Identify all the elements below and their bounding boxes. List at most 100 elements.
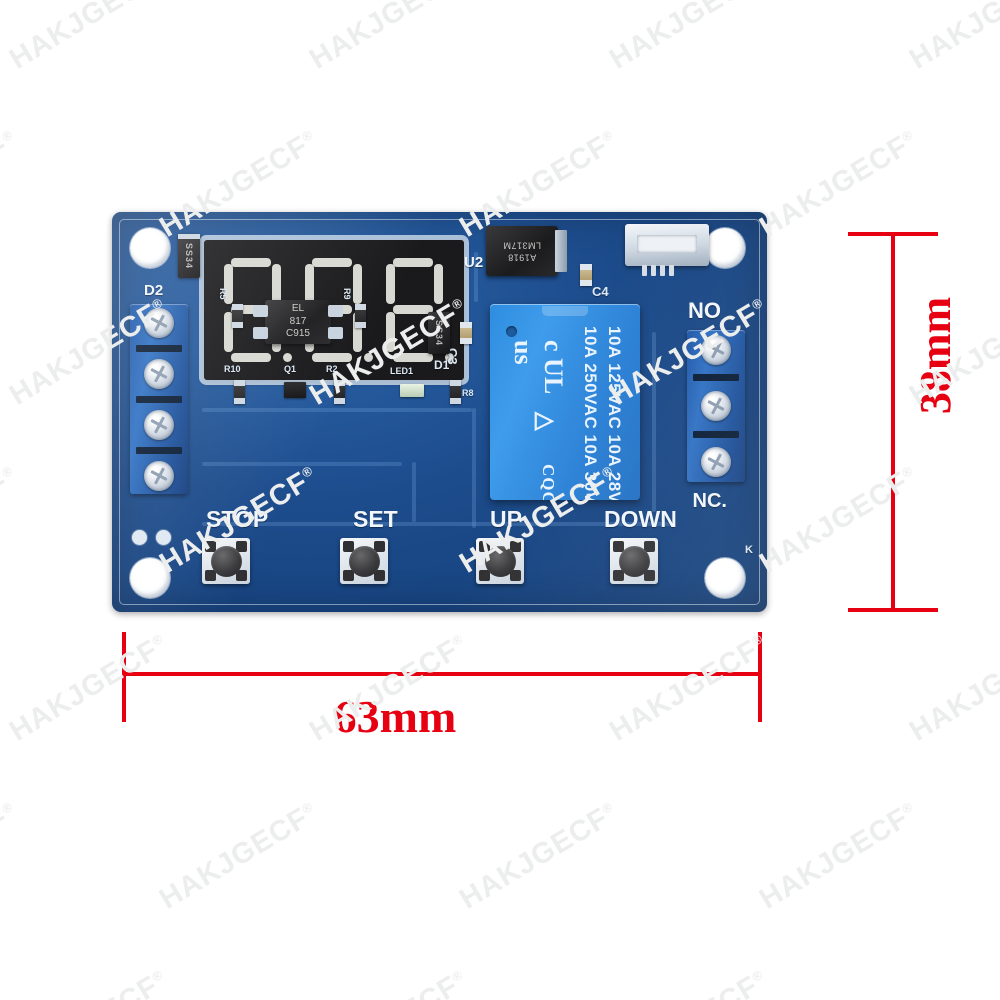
terminal-slot <box>136 395 182 403</box>
resistor-r9 <box>355 304 366 328</box>
diode-d2-marking: SS34 <box>184 242 194 270</box>
silk-r2: R2 <box>326 364 338 374</box>
pcb-board: SS34 D2 A1918 LM317M U2 C4 C3 c UL us △ … <box>112 212 767 612</box>
watermark-text: HAKJGECF® <box>154 798 316 916</box>
segment-f <box>386 264 396 304</box>
terminal-slot <box>136 446 182 454</box>
watermark-text: HAKJGECF® <box>904 964 1000 1000</box>
terminal-screw[interactable] <box>144 307 174 338</box>
status-led <box>400 384 424 397</box>
label-down: DOWN <box>604 506 677 532</box>
pcb-trace <box>472 408 476 528</box>
diode-d1: SS34 <box>428 312 450 354</box>
segment-b <box>352 264 362 304</box>
mounting-hole-top-left <box>130 228 170 268</box>
resistor-r5 <box>232 304 243 328</box>
terminal-screw[interactable] <box>701 334 731 365</box>
up-button[interactable] <box>476 538 524 584</box>
silk-k1: K <box>745 544 753 556</box>
solder-pad <box>132 530 147 545</box>
terminal-screw[interactable] <box>701 390 731 421</box>
up-button-cap[interactable] <box>484 545 516 577</box>
diode-d1-marking: SS34 <box>434 319 444 347</box>
dimension-line-horizontal <box>122 672 762 676</box>
terminal-label-nc: NC. <box>692 490 727 512</box>
capacitor-c3 <box>460 322 472 344</box>
dimension-cap-right <box>758 632 762 722</box>
cqc-mark: CQC <box>539 464 558 500</box>
watermark-text: HAKJGECF® <box>604 966 766 1000</box>
silk-u2: U2 <box>464 254 484 271</box>
relay-rating-line1: 10A 250VAC 10A 30VDC <box>581 326 600 500</box>
segment-c <box>352 312 362 352</box>
watermark-text: HAKJGECF® <box>604 0 765 76</box>
silk-d1: D1 <box>434 358 450 372</box>
watermark-text: HAKJGECF® <box>304 0 465 76</box>
usb-pins <box>642 265 674 276</box>
opto-pin <box>328 305 343 317</box>
pcb-trace <box>652 332 656 512</box>
optocoupler: EL 817 C915 <box>253 300 343 344</box>
segment-a <box>230 258 271 267</box>
cathode-band <box>178 234 200 239</box>
silk-r9: R9 <box>342 288 352 300</box>
segment-d <box>393 353 434 362</box>
decimal-point <box>282 353 292 362</box>
down-button-cap[interactable] <box>618 545 650 577</box>
watermark-text: HAKJGECF® <box>304 966 466 1000</box>
terminal-screw[interactable] <box>144 460 174 491</box>
terminal-slot <box>136 344 182 352</box>
watermark-text: HAKJGECF® <box>454 798 616 916</box>
segment-g <box>393 305 434 314</box>
terminal-slot <box>693 430 739 438</box>
solder-pad <box>156 530 171 545</box>
watermark-text: HAKJGECF® <box>754 798 916 916</box>
mounting-hole-top-right <box>705 228 745 268</box>
segment-a <box>393 258 434 267</box>
stop-button-cap[interactable] <box>210 545 242 577</box>
silk-q1: Q1 <box>284 364 297 374</box>
terminal-label-no: NO <box>688 298 721 323</box>
opto-pin <box>253 327 268 339</box>
segment-b <box>434 264 444 304</box>
opto-pin <box>328 327 343 339</box>
micro-usb-port[interactable] <box>625 224 709 276</box>
transistor-q1 <box>284 382 306 398</box>
dimension-cap-top <box>848 232 938 236</box>
segment-e <box>223 312 233 352</box>
stop-button[interactable] <box>202 538 250 584</box>
set-button-cap[interactable] <box>348 545 380 577</box>
pcb-trace <box>202 462 402 466</box>
pcb-trace <box>202 408 472 412</box>
mounting-hole-bottom-right <box>705 558 745 598</box>
segment-a <box>311 258 352 267</box>
mounting-hole-bottom-left <box>130 558 170 598</box>
dimension-label-width: 63mm <box>333 691 457 742</box>
pcb-trace <box>202 522 672 526</box>
decimal-point <box>363 353 373 362</box>
silk-r5: R5 <box>218 288 228 300</box>
silk-r8: R8 <box>462 388 474 398</box>
terminal-screw[interactable] <box>144 358 174 389</box>
dimension-cap-left <box>122 632 126 722</box>
watermark-text: HAKJGECF® <box>604 630 766 748</box>
terminal-screw[interactable] <box>144 409 174 440</box>
terminal-screw[interactable] <box>701 447 731 478</box>
silk-d2: D2 <box>144 282 164 299</box>
down-button[interactable] <box>610 538 658 584</box>
relay-rating-line2: 10A 125VAC 10A 28VDC <box>605 326 624 500</box>
set-button[interactable] <box>340 538 388 584</box>
dimension-label-height: 38mm <box>910 296 960 415</box>
watermark-text: HAKJGECF® <box>754 126 916 244</box>
decimal-point <box>445 353 455 362</box>
terminal-block-right[interactable] <box>687 330 745 482</box>
label-stop: STOP <box>206 506 269 532</box>
terminal-block-left[interactable] <box>130 304 188 494</box>
label-set: SET <box>353 506 398 532</box>
pcb-trace <box>412 462 416 522</box>
capacitor-c4 <box>580 264 592 286</box>
silk-r10: R10 <box>224 364 241 374</box>
terminal-slot <box>693 374 739 382</box>
watermark-text: HAKJGECF® <box>0 798 16 916</box>
